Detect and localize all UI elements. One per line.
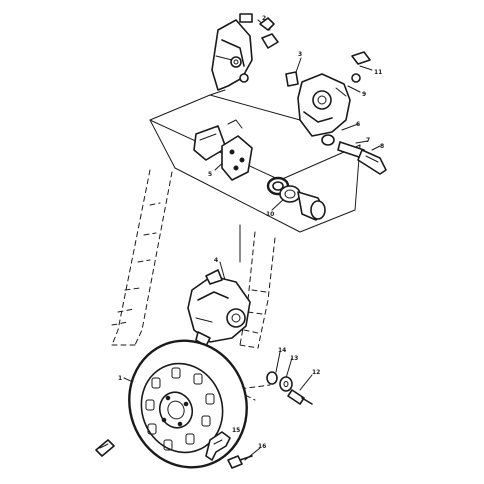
disc-bolt-lock [205, 431, 253, 469]
piston-seals [266, 176, 326, 221]
callout-15: 15 [232, 427, 240, 434]
callout-9: 9 [362, 91, 366, 98]
callout-1: 1 [118, 375, 122, 382]
callout-2: 2 [262, 15, 266, 22]
callout-11: 11 [374, 69, 382, 76]
callout-6: 6 [356, 121, 360, 128]
callout-5: 5 [208, 171, 212, 178]
callout-4: 4 [214, 257, 218, 264]
callout-14: 14 [278, 347, 286, 354]
callout-8: 8 [380, 143, 384, 150]
callout-16: 16 [258, 443, 266, 450]
callout-7: 7 [366, 137, 370, 144]
axle-parts [266, 371, 313, 405]
callout-labels: 2 3 11 9 6 7 8 5 10 4 1 14 13 12 15 16 [118, 15, 384, 450]
caliper-body-upper [285, 51, 371, 137]
caliper-bracket-top [209, 13, 279, 96]
disc-vent-holes [145, 367, 215, 451]
brake-pads [193, 119, 253, 181]
callout-13: 13 [290, 355, 298, 362]
callout-12: 12 [312, 369, 320, 376]
callout-10: 10 [266, 211, 274, 218]
caliper-assembled-lower [187, 269, 251, 347]
caliper-bolt-assembly [321, 134, 387, 175]
small-clip-part [95, 439, 115, 457]
callout-3: 3 [298, 51, 302, 58]
